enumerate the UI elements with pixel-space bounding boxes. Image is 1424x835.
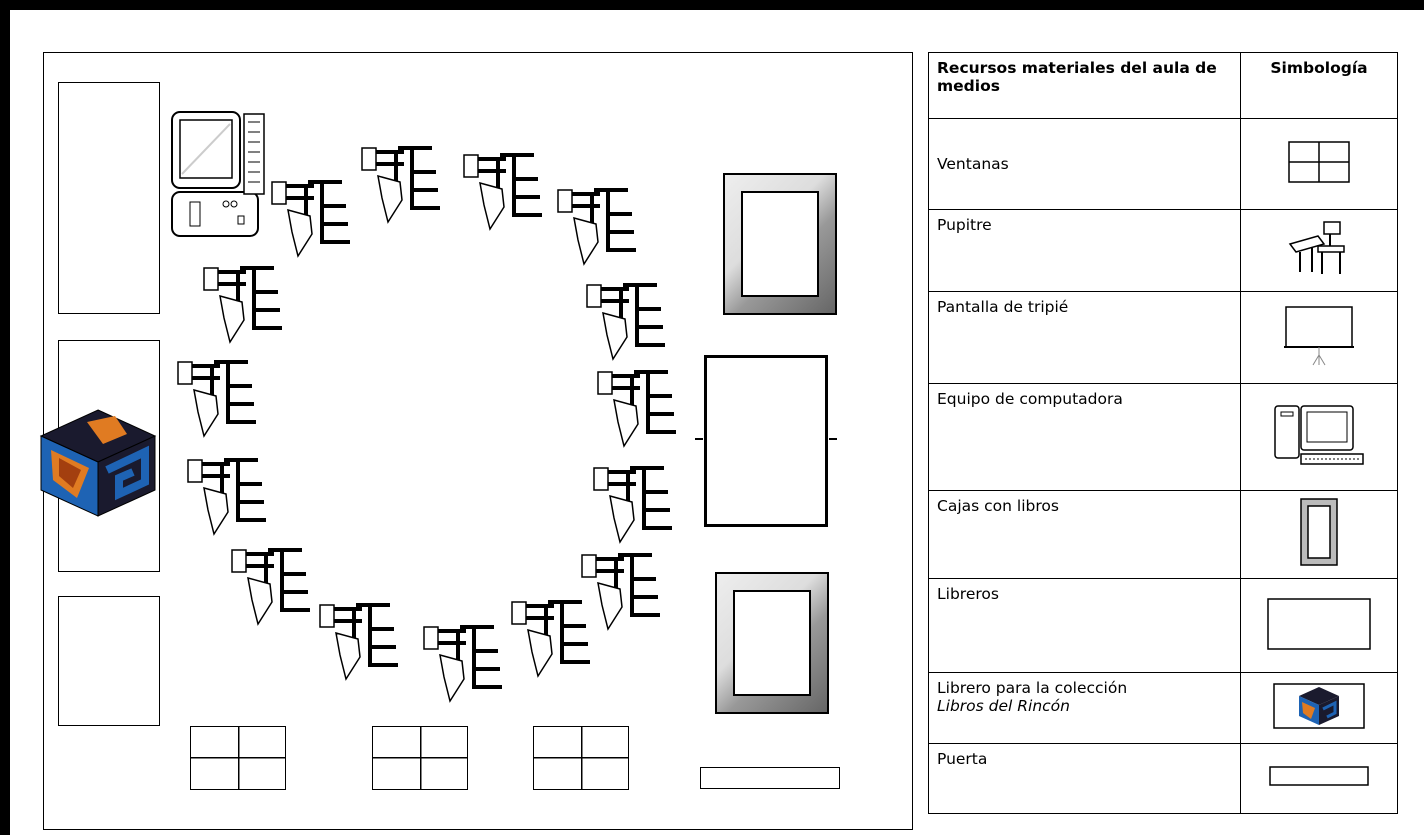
- tripod-screen: [695, 355, 837, 527]
- tripod-screen-icon: [1284, 305, 1354, 365]
- collection-bookshelf-icon: [1273, 683, 1365, 729]
- desk-icon: [203, 266, 282, 344]
- desk-icon: [1288, 221, 1345, 275]
- desk-icon: [271, 180, 350, 258]
- window-2: [372, 726, 468, 790]
- desk-icon: [187, 458, 266, 536]
- legend-label-collection-shelf: Librero para la colección: [937, 679, 1128, 698]
- window-1: [190, 726, 286, 790]
- desk-icon: [177, 360, 256, 438]
- door-icon: [1269, 766, 1369, 787]
- desk-icon: [319, 603, 398, 681]
- desk-icon: [581, 553, 660, 631]
- legend-label-computer: Equipo de computadora: [928, 383, 1241, 491]
- legend-label-bookshelves: Libreros: [928, 578, 1241, 674]
- desk-icon: [511, 600, 590, 678]
- bookshelf-top: [58, 82, 160, 314]
- desk-icon: [593, 466, 672, 544]
- door: [700, 767, 840, 789]
- book-box-icon: [1300, 498, 1338, 567]
- legend-label-desk: Pupitre: [928, 208, 1241, 292]
- computer-icon: [171, 111, 265, 237]
- legend-table: Recursos materiales del aula de medios S…: [928, 51, 1398, 815]
- bookshelf-icon: [1267, 597, 1371, 650]
- legend-header-symbol: Simbología: [1240, 51, 1398, 120]
- book-box-top: [723, 173, 837, 315]
- libros-del-rincon-cube-icon: [39, 409, 157, 517]
- legend-label-tripod-screen: Pantalla de tripié: [928, 290, 1241, 385]
- desk-icon: [557, 188, 636, 266]
- legend-label-collection-name: Libros del Rincón: [937, 697, 1070, 716]
- legend-label-door: Puerta: [928, 742, 1241, 815]
- desk-icon: [463, 153, 542, 231]
- legend-label-book-boxes: Cajas con libros: [928, 489, 1241, 580]
- desk-icon: [423, 625, 502, 703]
- book-box-bottom: [715, 572, 829, 714]
- desk-icon: [586, 283, 665, 361]
- desk-icon: [231, 548, 310, 626]
- computer-icon: [1274, 405, 1364, 465]
- window-icon: [1288, 141, 1350, 183]
- legend-label-windows: Ventanas: [928, 118, 1241, 210]
- window-3: [533, 726, 629, 790]
- legend-header-resource: Recursos materiales del aula de medios: [928, 51, 1241, 120]
- desk-icon: [597, 370, 676, 448]
- bookshelf-bottom: [58, 596, 160, 726]
- desk-icon: [361, 146, 440, 224]
